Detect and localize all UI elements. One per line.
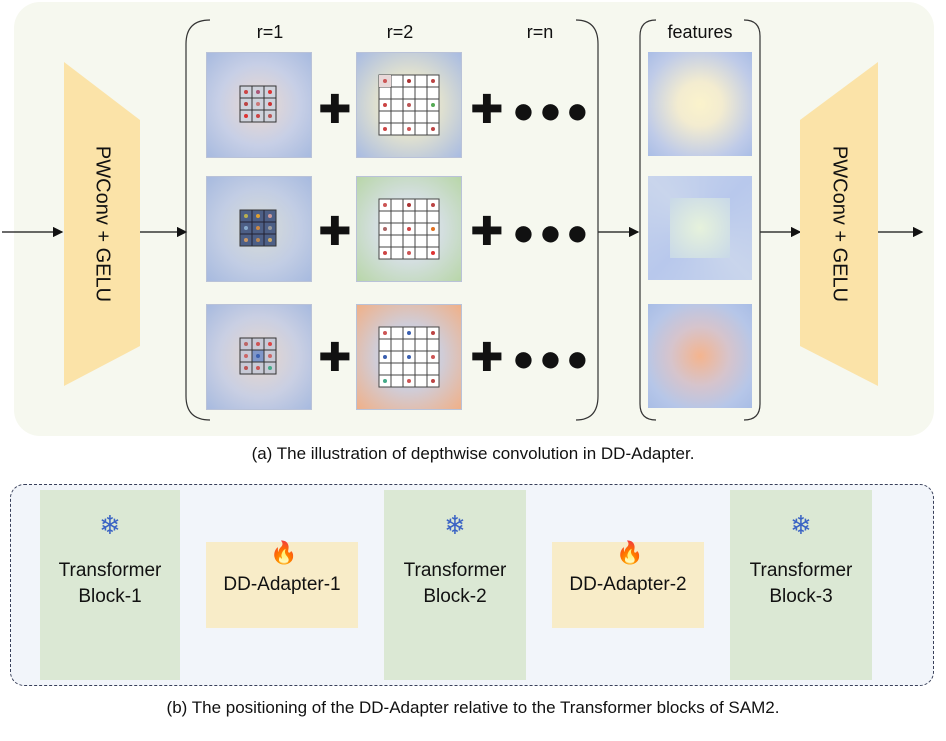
transformer-block-3: ❄ Transformer Block-3 bbox=[730, 490, 872, 680]
transformer-block-2-line1: Transformer bbox=[403, 560, 507, 581]
plus-sign-row1-a: ✚ bbox=[318, 88, 352, 132]
snowflake-icon: ❄ bbox=[790, 510, 812, 540]
pwconv-right-shape bbox=[800, 62, 878, 386]
pwconv-right-block: PWConv + GELU bbox=[800, 62, 878, 386]
kernel-r2-row1 bbox=[356, 52, 462, 158]
kernels-bracket-left bbox=[185, 19, 211, 421]
kernel-grid-r2-row2 bbox=[378, 198, 440, 260]
dd-adapter-2-block: DD-Adapter-2 bbox=[552, 542, 704, 628]
header-features: features bbox=[667, 22, 733, 42]
dd-adapter-2-label: DD-Adapter-2 bbox=[569, 574, 687, 595]
kernel-r2-row2 bbox=[356, 176, 462, 282]
kernel-r2-row3 bbox=[356, 304, 462, 410]
pwconv-left-block: PWConv + GELU bbox=[64, 62, 140, 386]
caption-a: (a) The illustration of depthwise convol… bbox=[251, 444, 695, 463]
snowflake-icon: ❄ bbox=[99, 510, 121, 540]
transformer-block-1-line2: Block-1 bbox=[78, 586, 142, 607]
kernel-grid-r2-row3 bbox=[378, 326, 440, 388]
fire-icon: 🔥 bbox=[270, 540, 298, 565]
depthwise-conv-panel bbox=[14, 2, 934, 436]
ellipsis-row2: ●●● bbox=[512, 212, 593, 254]
features-bracket-left bbox=[639, 19, 657, 421]
snowflake-icon: ❄ bbox=[444, 510, 466, 540]
features-bracket-right bbox=[743, 19, 761, 421]
header-rn: r=n bbox=[526, 22, 554, 42]
plus-sign-row2-b: ✚ bbox=[470, 210, 504, 254]
feature-map-2 bbox=[648, 176, 752, 280]
plus-sign-row2-a: ✚ bbox=[318, 210, 352, 254]
transformer-block-3-line2: Block-3 bbox=[769, 586, 833, 607]
transformer-block-1: ❄ Transformer Block-1 bbox=[40, 490, 180, 680]
transformer-block-1-line1: Transformer bbox=[58, 560, 162, 581]
feature-map-2-center bbox=[670, 198, 730, 258]
feature-map-1 bbox=[648, 52, 752, 156]
kernel-grid-r1-row2 bbox=[239, 209, 277, 247]
header-r1: r=1 bbox=[256, 22, 284, 42]
plus-sign-row3-a: ✚ bbox=[318, 336, 352, 380]
pwconv-left-label: PWConv + GELU bbox=[91, 145, 114, 303]
fire-icon: 🔥 bbox=[616, 540, 644, 565]
pwconv-left-shape bbox=[64, 62, 140, 386]
transformer-block-2: ❄ Transformer Block-2 bbox=[384, 490, 526, 680]
ellipsis-row1: ●●● bbox=[512, 90, 593, 132]
kernel-grid-r1-row3 bbox=[239, 337, 277, 375]
kernels-bracket-right bbox=[575, 19, 599, 421]
pwconv-right-label: PWConv + GELU bbox=[828, 145, 851, 303]
dd-adapter-1-block: DD-Adapter-1 bbox=[206, 542, 358, 628]
transformer-block-2-line2: Block-2 bbox=[423, 586, 487, 607]
kernel-r1-row2 bbox=[206, 176, 312, 282]
plus-sign-row3-b: ✚ bbox=[470, 336, 504, 380]
dd-adapter-1-label: DD-Adapter-1 bbox=[223, 574, 341, 595]
kernel-grid-r2-row1 bbox=[378, 74, 440, 136]
plus-sign-row1-b: ✚ bbox=[470, 88, 504, 132]
feature-map-3 bbox=[648, 304, 752, 408]
header-r2: r=2 bbox=[386, 22, 414, 42]
kernel-r1-row3 bbox=[206, 304, 312, 410]
kernel-r1-row1 bbox=[206, 52, 312, 158]
transformer-block-3-line1: Transformer bbox=[749, 560, 853, 581]
caption-b: (b) The positioning of the DD-Adapter re… bbox=[166, 698, 780, 717]
ellipsis-row3: ●●● bbox=[512, 338, 593, 380]
kernel-grid-r1-row1 bbox=[239, 85, 277, 123]
